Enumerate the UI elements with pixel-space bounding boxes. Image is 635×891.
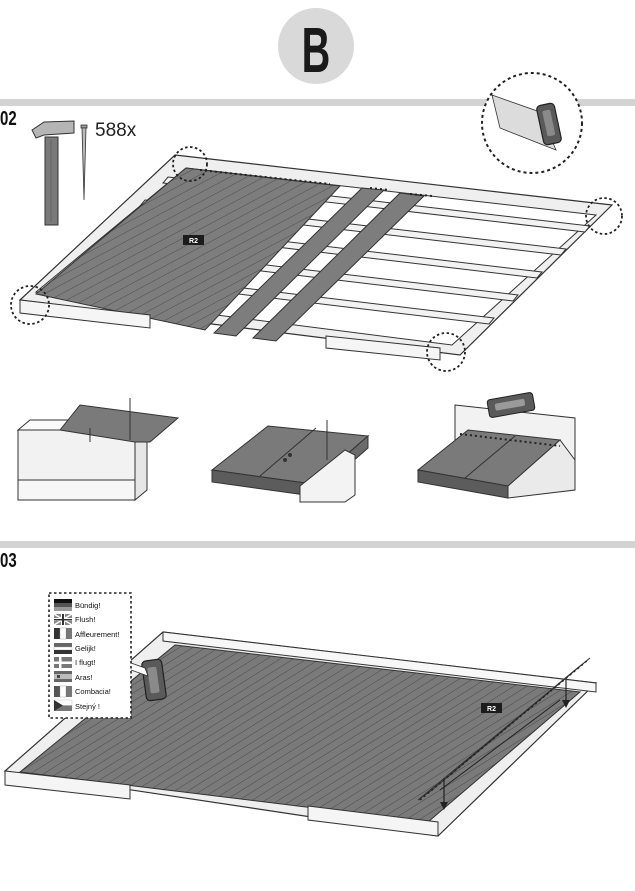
detail-board-joint xyxy=(210,420,370,503)
floor-frame-step-02: R2 xyxy=(10,146,623,372)
nail-count: 588x xyxy=(95,120,137,141)
legend-text-cz: Stejný ! xyxy=(75,702,100,711)
flag-it-icon xyxy=(54,685,72,698)
flag-de-icon xyxy=(54,599,72,611)
flag-nl-icon xyxy=(53,643,73,654)
board-label-03: R2 xyxy=(487,706,496,713)
legend-text-nl: Gelijk! xyxy=(75,644,96,653)
legend-text-it: Combacia! xyxy=(75,687,111,696)
detail-spacer xyxy=(416,392,576,499)
spacer-tool-icon xyxy=(536,102,562,146)
board-label: R2 xyxy=(189,238,198,245)
chapter-badge: B xyxy=(278,8,354,86)
section-divider-03 xyxy=(0,541,635,548)
legend-text-de: Bündig! xyxy=(75,601,100,610)
detail-board-edge xyxy=(16,398,180,502)
spacer-tool-detail xyxy=(481,72,583,174)
flush-legend: Bündig! Flush! Affleurement! Gelijk! I f… xyxy=(48,592,132,719)
board-label-badge-03 xyxy=(481,703,502,713)
flag-dk-icon xyxy=(54,657,72,668)
legend-text-es: Aras! xyxy=(75,673,93,682)
legend-text-fr: Affleurement! xyxy=(75,630,119,639)
hammer-icon xyxy=(31,120,75,226)
legend-text-gb: Flush! xyxy=(75,615,95,624)
nail-icon xyxy=(80,124,88,201)
legend-text-dk: I flugt! xyxy=(75,658,95,667)
flag-gb-icon xyxy=(53,613,73,626)
section-divider-02 xyxy=(0,99,635,106)
chapter-letter: B xyxy=(302,16,331,87)
step-number-03: 03 xyxy=(0,550,17,572)
flag-es-icon xyxy=(54,671,72,682)
board-label-badge xyxy=(183,235,204,245)
flag-fr-icon xyxy=(54,627,72,640)
step-number-02: 02 xyxy=(0,108,17,130)
flag-cz-icon xyxy=(53,699,73,711)
spacer-tool-icon-03 xyxy=(141,658,167,702)
